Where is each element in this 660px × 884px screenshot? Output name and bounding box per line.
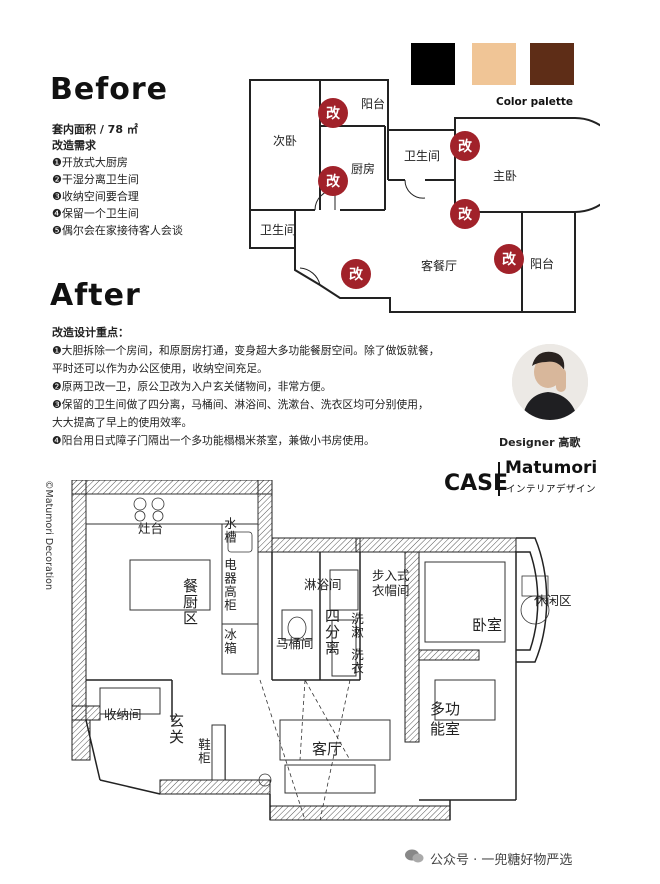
after-appliance: 电器高柜: [222, 558, 237, 612]
after-bedroom: 卧室: [472, 616, 503, 634]
after-entry: 玄关: [167, 713, 185, 745]
after-sink: 水槽: [222, 517, 237, 544]
before-need-3: ❸收纳空间要合理: [52, 190, 139, 203]
before-title: Before: [50, 72, 169, 107]
after-shoe-cabinet: 鞋柜: [196, 738, 211, 765]
after-living: 客厅: [312, 740, 343, 758]
before-room-bathroom-left: 卫生间: [260, 223, 297, 237]
after-storage: 收纳间: [104, 707, 142, 722]
logo-brand: Matumori: [505, 458, 598, 478]
before-room-living-dining: 客餐厅: [421, 259, 458, 273]
before-need-1: ❶开放式大厨房: [52, 156, 128, 169]
before-room-balcony-top: 阳台: [361, 97, 386, 111]
after-point-1: ❶大胆拆除一个房间，和原厨房打通，变身超大多功能餐厨空间。除了做饭就餐，: [52, 344, 440, 357]
after-point-2: ❷原两卫改一卫，原公卫改为入户玄关储物间，非常方便。: [52, 380, 332, 393]
before-room-bathroom-top: 卫生间: [404, 149, 441, 163]
change-mark: 改: [341, 259, 371, 289]
logo-sub: インテリアデザイン: [506, 484, 597, 495]
footer-text: 公众号 · 一兜糖好物严选: [430, 853, 573, 868]
after-floor-plan: [71, 480, 550, 821]
before-need-4: ❹保留一个卫生间: [52, 207, 139, 220]
palette-swatch-brown: [530, 43, 574, 85]
palette-swatch-beige: [472, 43, 516, 85]
copyright-text: ©Matumori Decoration: [43, 480, 54, 591]
before-floor-plan: [249, 79, 600, 313]
designer-avatar: [512, 344, 588, 420]
before-need-5: ❺偶尔会在家接待客人会谈: [52, 224, 183, 237]
after-point-3: ❸保留的卫生间做了四分离，马桶间、淋浴间、洗漱台、洗衣区均可分别使用，: [52, 398, 429, 411]
after-kitchen-dining: 餐厨区: [181, 578, 199, 626]
after-toilet: 马桶间: [276, 636, 314, 651]
after-leisure: 休闲区: [534, 593, 572, 608]
after-wash: 洗漱: [349, 612, 364, 639]
logo-divider: [498, 462, 500, 496]
change-mark: 改: [450, 199, 480, 229]
designer-label: Designer 高歌: [499, 436, 581, 449]
before-room-balcony-right: 阳台: [530, 257, 555, 271]
change-mark: 改: [494, 244, 524, 274]
after-laundry: 洗衣: [349, 648, 364, 675]
before-needs-title: 改造需求: [52, 139, 96, 152]
after-stove: 灶台: [138, 521, 164, 536]
before-area: 套内面积 / 78 ㎡: [52, 123, 138, 136]
after-fridge: 冰箱: [222, 628, 237, 655]
change-mark: 改: [318, 166, 348, 196]
wechat-icon: [404, 848, 424, 864]
after-four-sep: 四分离: [323, 608, 341, 656]
before-room-master-bedroom: 主卧: [493, 169, 518, 183]
logo-case: CASE: [444, 471, 509, 496]
after-walkin: 步入式衣帽间: [372, 568, 410, 598]
change-mark: 改: [318, 98, 348, 128]
after-points-title: 改造设计重点：: [52, 326, 129, 339]
after-title: After: [50, 278, 141, 313]
after-multi: 多功能室: [430, 700, 461, 738]
after-point-4: ❹阳台用日式障子门隔出一个多功能榻榻米茶室，兼做小书房使用。: [52, 434, 375, 447]
before-room-kitchen: 厨房: [351, 162, 376, 176]
after-shower: 淋浴间: [304, 577, 342, 592]
before-room-second-bedroom: 次卧: [273, 134, 298, 148]
after-point-1b: 平时还可以作为办公区使用，收纳空间充足。: [52, 362, 268, 375]
palette-label: Color palette: [496, 96, 574, 108]
after-point-3b: 大大提高了早上的使用效率。: [52, 416, 193, 429]
palette-swatch-black: [411, 43, 455, 85]
before-need-2: ❷干湿分离卫生间: [52, 173, 139, 186]
change-mark: 改: [450, 131, 480, 161]
